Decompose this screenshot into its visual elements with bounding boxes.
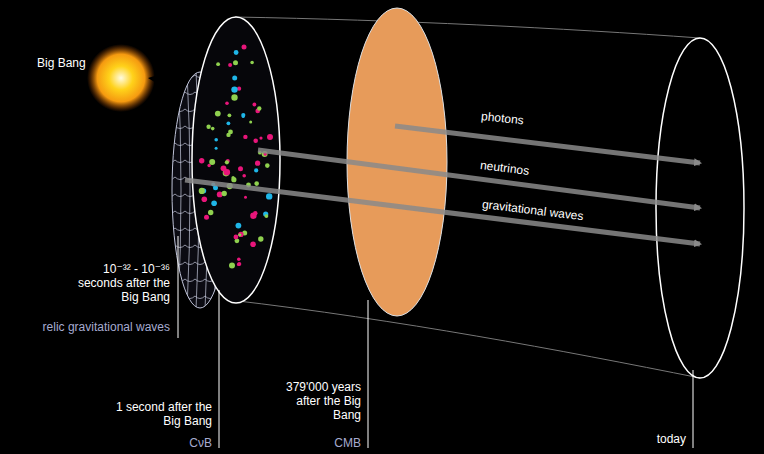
cmb-label: CMB bbox=[301, 436, 361, 450]
particles bbox=[199, 45, 273, 269]
title-label: Big Bang bbox=[37, 56, 117, 70]
leader-line bbox=[178, 236, 179, 338]
cnb-disk bbox=[192, 17, 280, 303]
relic-label: relic gravitational waves bbox=[0, 320, 170, 334]
time-label: 1 second after the Big Bang bbox=[112, 400, 212, 428]
cnb-label: CνB bbox=[152, 436, 212, 450]
today-label: today bbox=[626, 432, 686, 446]
leader-line bbox=[368, 300, 369, 448]
arrow-label: photons bbox=[481, 109, 622, 138]
photon-arrow bbox=[395, 126, 700, 163]
time-label: 10⁻³² - 10⁻³⁶ seconds after the Big Bang bbox=[74, 262, 170, 304]
time-label: 379'000 years after the Big Bang bbox=[279, 380, 361, 422]
leader-line bbox=[219, 290, 220, 448]
big-bang bbox=[87, 44, 155, 112]
gw-arrow bbox=[185, 180, 700, 244]
leader-line bbox=[693, 370, 694, 448]
cylinder-edge bbox=[235, 17, 700, 38]
cylinder-edge bbox=[230, 300, 700, 378]
